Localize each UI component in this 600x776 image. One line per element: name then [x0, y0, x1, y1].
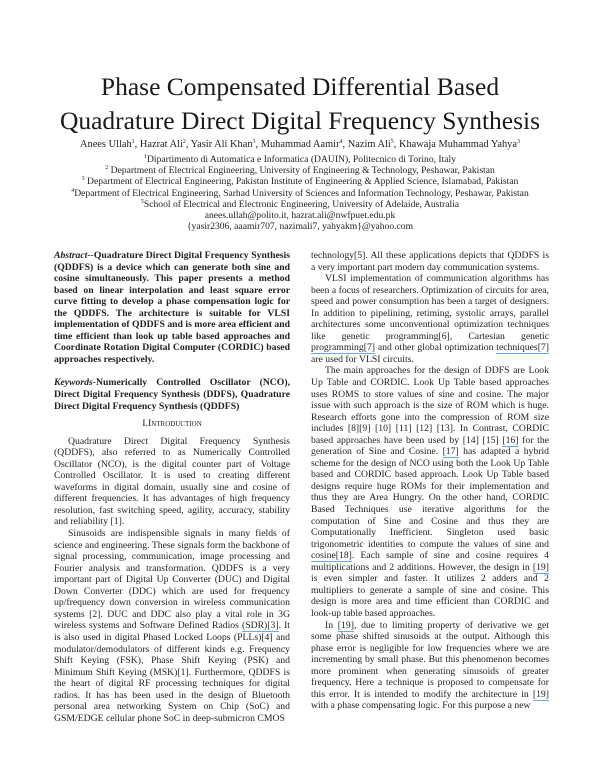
body-paragraph: The main approaches for the design of DD… — [311, 365, 549, 619]
author-affiliation-mark: 3 — [252, 139, 256, 145]
affiliation-mark: 1 — [144, 154, 147, 160]
title-line: Phase Compensated Differential Based — [100, 72, 500, 101]
affiliation-mark: 4 — [71, 187, 75, 194]
author-affiliation-mark: 5 — [390, 139, 394, 145]
author-name: Yasir Ali Khan — [190, 139, 253, 150]
paragraph-text: VLSI implementation of communication alg… — [311, 273, 549, 342]
citation-link[interactable]: cosine[18] — [311, 550, 352, 563]
affiliation-text: Dipartimento di Automatica e Informatica… — [147, 154, 456, 165]
citation-link[interactable]: [19] — [532, 561, 549, 574]
paragraph-text: . It is also used in digital Phased Lock… — [54, 620, 290, 724]
abstract-label: Abstract-- — [54, 250, 94, 261]
affiliations: 1Dipartimento di Automatica e Informatic… — [0, 154, 600, 232]
paper-title: Phase Compensated Differential Based Qua… — [0, 70, 600, 138]
paragraph-text: . Each sample of sine and cosine require… — [311, 550, 549, 573]
body-paragraph: In [19], due to limiting property of der… — [311, 619, 550, 712]
body-paragraph: Quadrature Direct Digital Frequency Synt… — [54, 436, 290, 528]
title-line: Quadrature Direct Digital Frequency Synt… — [59, 106, 541, 135]
affiliation-mark: 2 — [105, 165, 109, 172]
paragraph-text: and other global optimization — [375, 342, 497, 354]
paragraph-text: technology[5]. All these applications de… — [311, 250, 549, 273]
section-title: Introduction — [147, 418, 202, 430]
author-affiliation-mark: 1 — [131, 139, 135, 145]
affiliation-line: 5School of Electrical and Electronic Eng… — [0, 199, 600, 210]
keywords-label: Keywords- — [54, 377, 96, 389]
abstract: Abstract--Quadrature Direct Digital Freq… — [54, 250, 290, 365]
affiliation-line: 1Dipartimento di Automatica e Informatic… — [0, 154, 600, 165]
citation-link[interactable]: [17] — [442, 446, 459, 459]
author-name: Muhammad Aamir — [260, 139, 340, 150]
affiliation-mark: 5 — [140, 198, 144, 205]
body-paragraph: Sinusoids are indispensible signals in m… — [54, 528, 290, 724]
author-name: Nazim Ali — [347, 139, 391, 150]
affiliation-text: Department of Electrical Engineering, Pa… — [84, 176, 519, 188]
citation-link[interactable]: [19] — [532, 688, 549, 701]
author-affiliation-mark: 2 — [182, 139, 186, 145]
author-name: Khawaja Muhammad Yahya — [398, 139, 517, 150]
citation-link[interactable]: [19] — [337, 619, 354, 632]
affiliation-text: Department of Electrical Engineering, Sa… — [74, 187, 529, 199]
paragraph-text: for the generation of Sine and Cosine. — [311, 434, 549, 458]
affiliation-line: 3 Department of Electrical Engineering, … — [0, 176, 600, 187]
affiliation-line: 2 Department of Electrical Engineering, … — [0, 165, 600, 176]
affiliation-text: Department of Electrical Engineering, Un… — [108, 165, 495, 177]
section-heading: I.Introduction — [54, 418, 290, 430]
paragraph-text: has adapted a hybrid scheme for the desi… — [311, 446, 549, 550]
right-column: technology[5]. All these applications de… — [311, 250, 549, 712]
citation-link[interactable]: programming[7] — [311, 342, 376, 355]
affiliation-text: {yasir2306, aaamir707, nazimali7, yahyak… — [186, 221, 414, 233]
paragraph-text: are used for VLSI circuits. — [311, 353, 414, 365]
citation-link[interactable]: (SDR)[3] — [241, 620, 279, 633]
affiliation-text: anees.ullah@polito.it, hazrat.ali@nwfpue… — [204, 210, 396, 222]
paragraph-text: Sinusoids are indispensible signals in m… — [54, 528, 290, 632]
citation-link[interactable]: [16] — [502, 434, 519, 447]
affiliation-line: 4Department of Electrical Engineering, S… — [0, 188, 600, 199]
section-number: I. — [142, 418, 148, 430]
abstract-text: Quadrature Direct Digital Frequency Synt… — [54, 250, 290, 365]
paragraph-text: Quadrature Direct Digital Frequency Synt… — [54, 435, 290, 528]
paragraph-text: with a phase compensating logic. For thi… — [311, 700, 531, 712]
author-list: Anees Ullah1, Hazrat Ali2, Yasir Ali Kha… — [80, 139, 520, 150]
keywords: Keywords-Numerically Controlled Oscillat… — [54, 377, 290, 412]
keywords-text: Numerically Controlled Oscillator (NCO),… — [54, 377, 290, 412]
left-column: Abstract--Quadrature Direct Digital Freq… — [54, 250, 290, 724]
paragraph-text: The main approaches for the design of DD… — [311, 365, 549, 446]
affiliation-mark: 3 — [81, 176, 85, 183]
author-name: Hazrat Ali — [139, 139, 183, 150]
body-paragraph: technology[5]. All these applications de… — [311, 250, 549, 273]
affiliation-line: {yasir2306, aaamir707, nazimali7, yahyak… — [0, 221, 600, 232]
author-affiliation-mark: 4 — [339, 139, 343, 145]
citation-link[interactable]: techniques[7] — [496, 342, 549, 355]
paragraph-text: is even simpler and faster. It utilizes … — [311, 573, 549, 619]
author-affiliation-mark: 3 — [516, 139, 520, 145]
affiliation-line: anees.ullah@polito.it, hazrat.ali@nwfpue… — [0, 210, 600, 221]
paragraph-text: In — [325, 619, 338, 631]
body-paragraph: VLSI implementation of communication alg… — [311, 273, 549, 365]
author-name: Anees Ullah — [80, 139, 132, 150]
paragraph-text: , due to limiting property of derivative… — [311, 619, 550, 700]
affiliation-text: School of Electrical and Electronic Engi… — [143, 198, 460, 210]
